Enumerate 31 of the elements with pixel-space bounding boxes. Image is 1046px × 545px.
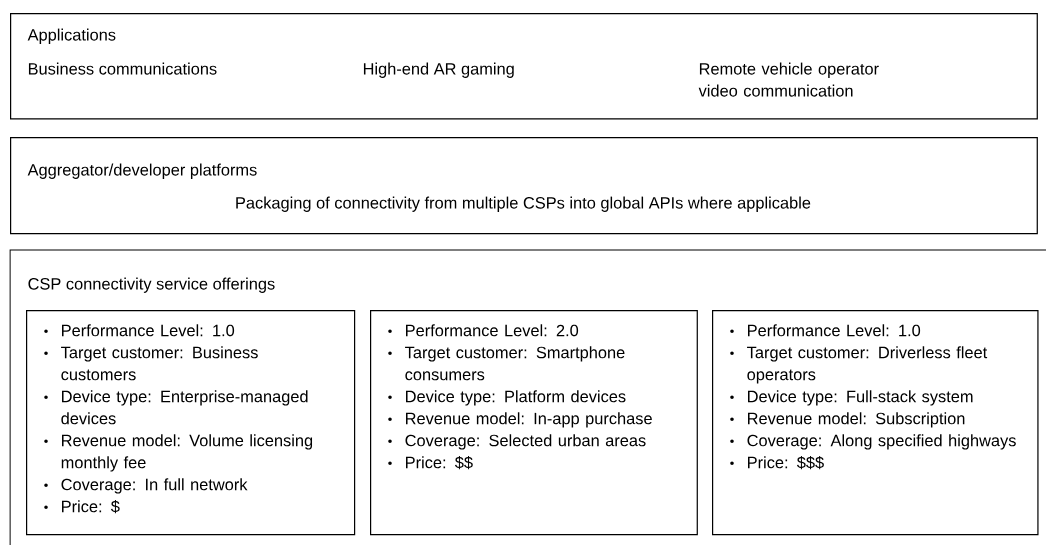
section-heading: Aggregator/developer platforms xyxy=(27,163,257,179)
bullet-item: Performance Level: 1.0 xyxy=(44,324,235,337)
group-frame xyxy=(9,249,1046,545)
bullet-item: Target customer: Driverless fleet operators xyxy=(730,346,988,384)
bullet-item: Price: $$ xyxy=(388,456,473,470)
offering-box xyxy=(26,310,356,536)
bullet-item: Target customer: Smartphone consumers xyxy=(388,346,625,381)
section-box xyxy=(10,137,1038,235)
bullet-item: Device type: Enterprise-managed devices xyxy=(44,390,308,425)
bullet-item: Coverage: Selected urban areas xyxy=(388,434,646,450)
bullet-item: Performance Level: 1.0 xyxy=(730,324,921,337)
bullet-item: Revenue model: Volume licensing monthly fee xyxy=(44,434,313,472)
item-text: Remote vehicle operator video communication xyxy=(698,62,879,97)
section-heading: CSP connectivity service offerings xyxy=(28,277,275,293)
bullet-item: Revenue model: In-app purchase xyxy=(388,412,652,428)
item-text: Packaging of connectivity from multiple CSPs into global APIs where applicable xyxy=(236,196,811,212)
bullet-item: Revenue model: Subscription xyxy=(730,412,965,428)
item-text: High-end AR gaming xyxy=(363,62,514,78)
bullet-item: Target customer: Business customers xyxy=(44,346,258,381)
section-box xyxy=(10,13,1038,120)
item-text: Business communications xyxy=(28,62,217,75)
offering-box xyxy=(712,310,1039,536)
bullet-item: Device type: Full-stack system xyxy=(730,390,973,406)
bullet-item: Price: $$$ xyxy=(730,456,824,470)
bullet-item: Device type: Platform devices xyxy=(388,390,626,406)
bullet-item: Price: $ xyxy=(44,500,120,514)
bullet-item: Coverage: In full network xyxy=(44,478,248,494)
bullet-item: Coverage: Along specified highways xyxy=(730,434,1016,450)
bullet-item: Performance Level: 2.0 xyxy=(388,324,579,337)
section-heading: Applications xyxy=(27,28,116,44)
offering-box xyxy=(370,310,698,536)
